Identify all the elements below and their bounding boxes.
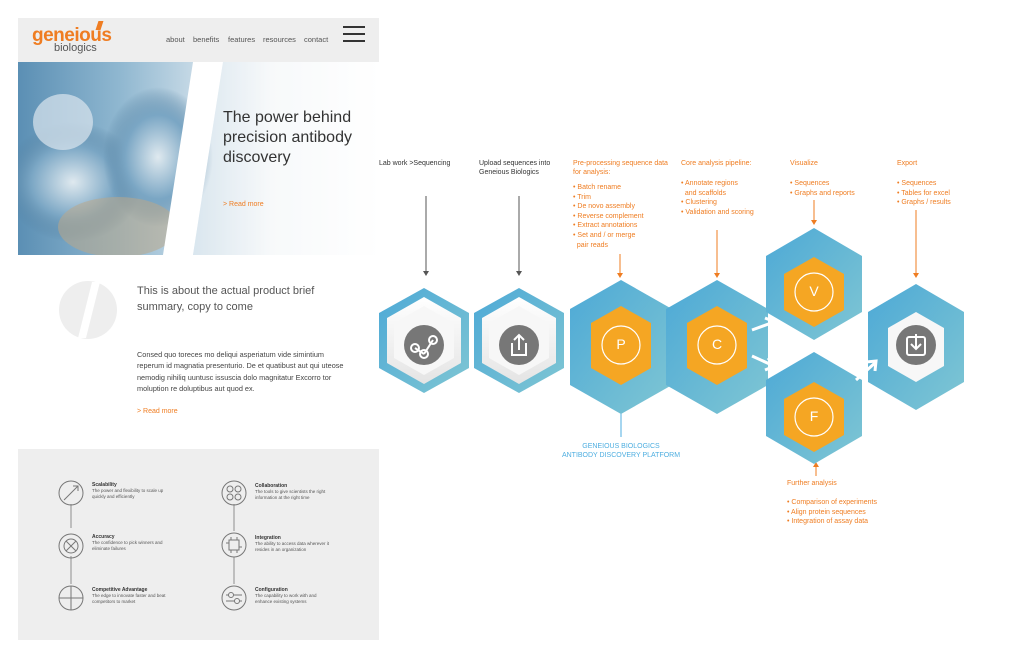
product-icon — [59, 281, 117, 339]
feature-configuration: Configuration The capability to work wit… — [255, 587, 317, 604]
feature-collaboration: Collaboration The tools to give scientis… — [255, 483, 326, 500]
feature-integration: Integration The ability to access data w… — [255, 535, 330, 552]
hero-title: The power behind precision antibody disc… — [223, 109, 352, 166]
read-more-link[interactable]: > Read more — [137, 408, 178, 415]
protein-image — [18, 62, 379, 255]
hex-letter-c: C — [711, 336, 723, 352]
feature-competitive-advantage: Competitive Advantage The edge to innova… — [92, 587, 166, 604]
scale-icon — [58, 480, 84, 506]
product-description: Consed quo toreces mo deliqui asperiatum… — [137, 350, 344, 393]
logo[interactable]: geneious — [32, 25, 112, 46]
hex-letter-f: F — [809, 408, 819, 424]
nav-resources[interactable]: resources — [263, 35, 296, 44]
integration-icon — [221, 532, 247, 558]
hex-letter-v: V — [809, 283, 819, 299]
step-export: Export • Sequences • Tables for excel • … — [897, 160, 951, 207]
configuration-icon — [221, 585, 247, 611]
hero-read-more-link[interactable]: > Read more — [223, 201, 264, 208]
platform-label: GENEIOUS BIOLOGICS ANTIBODY DISCOVERY PL… — [561, 443, 681, 459]
site-header — [18, 18, 379, 62]
feature-accuracy: Accuracy The confidence to pick winners … — [92, 534, 163, 551]
step-core-analysis: Core analysis pipeline: • Annotate regio… — [681, 160, 754, 216]
step-preprocessing: Pre-processing sequence data for analysi… — [573, 160, 668, 249]
further-analysis: Further analysis • Comparison of experim… — [787, 480, 877, 526]
logo-subtitle: biologics — [54, 42, 97, 54]
features-connectors — [70, 504, 235, 584]
feature-scalability: Scalability The power and flexibility to… — [92, 482, 164, 499]
hex-letter-p: P — [616, 336, 626, 352]
step-lab-work: Lab work >Sequencing — [379, 160, 451, 167]
accuracy-icon — [58, 533, 84, 559]
advantage-icon — [58, 585, 84, 611]
nav-about[interactable]: about — [166, 35, 185, 44]
collaboration-icon — [221, 480, 247, 506]
nav-benefits[interactable]: benefits — [193, 35, 220, 44]
step-upload: Upload sequences into Geneious Biologics — [479, 160, 551, 176]
nav-features[interactable]: features — [228, 35, 256, 44]
share-nodes-icon — [410, 335, 438, 359]
nav-contact[interactable]: contact — [304, 35, 329, 44]
step-visualize: Visualize • Sequences • Graphs and repor… — [790, 160, 855, 197]
download-icon — [906, 334, 926, 356]
hero-banner — [18, 62, 379, 255]
product-summary: This is about the actual product brief s… — [137, 285, 315, 313]
upload-icon — [511, 333, 527, 356]
menu-icon[interactable] — [343, 26, 365, 42]
